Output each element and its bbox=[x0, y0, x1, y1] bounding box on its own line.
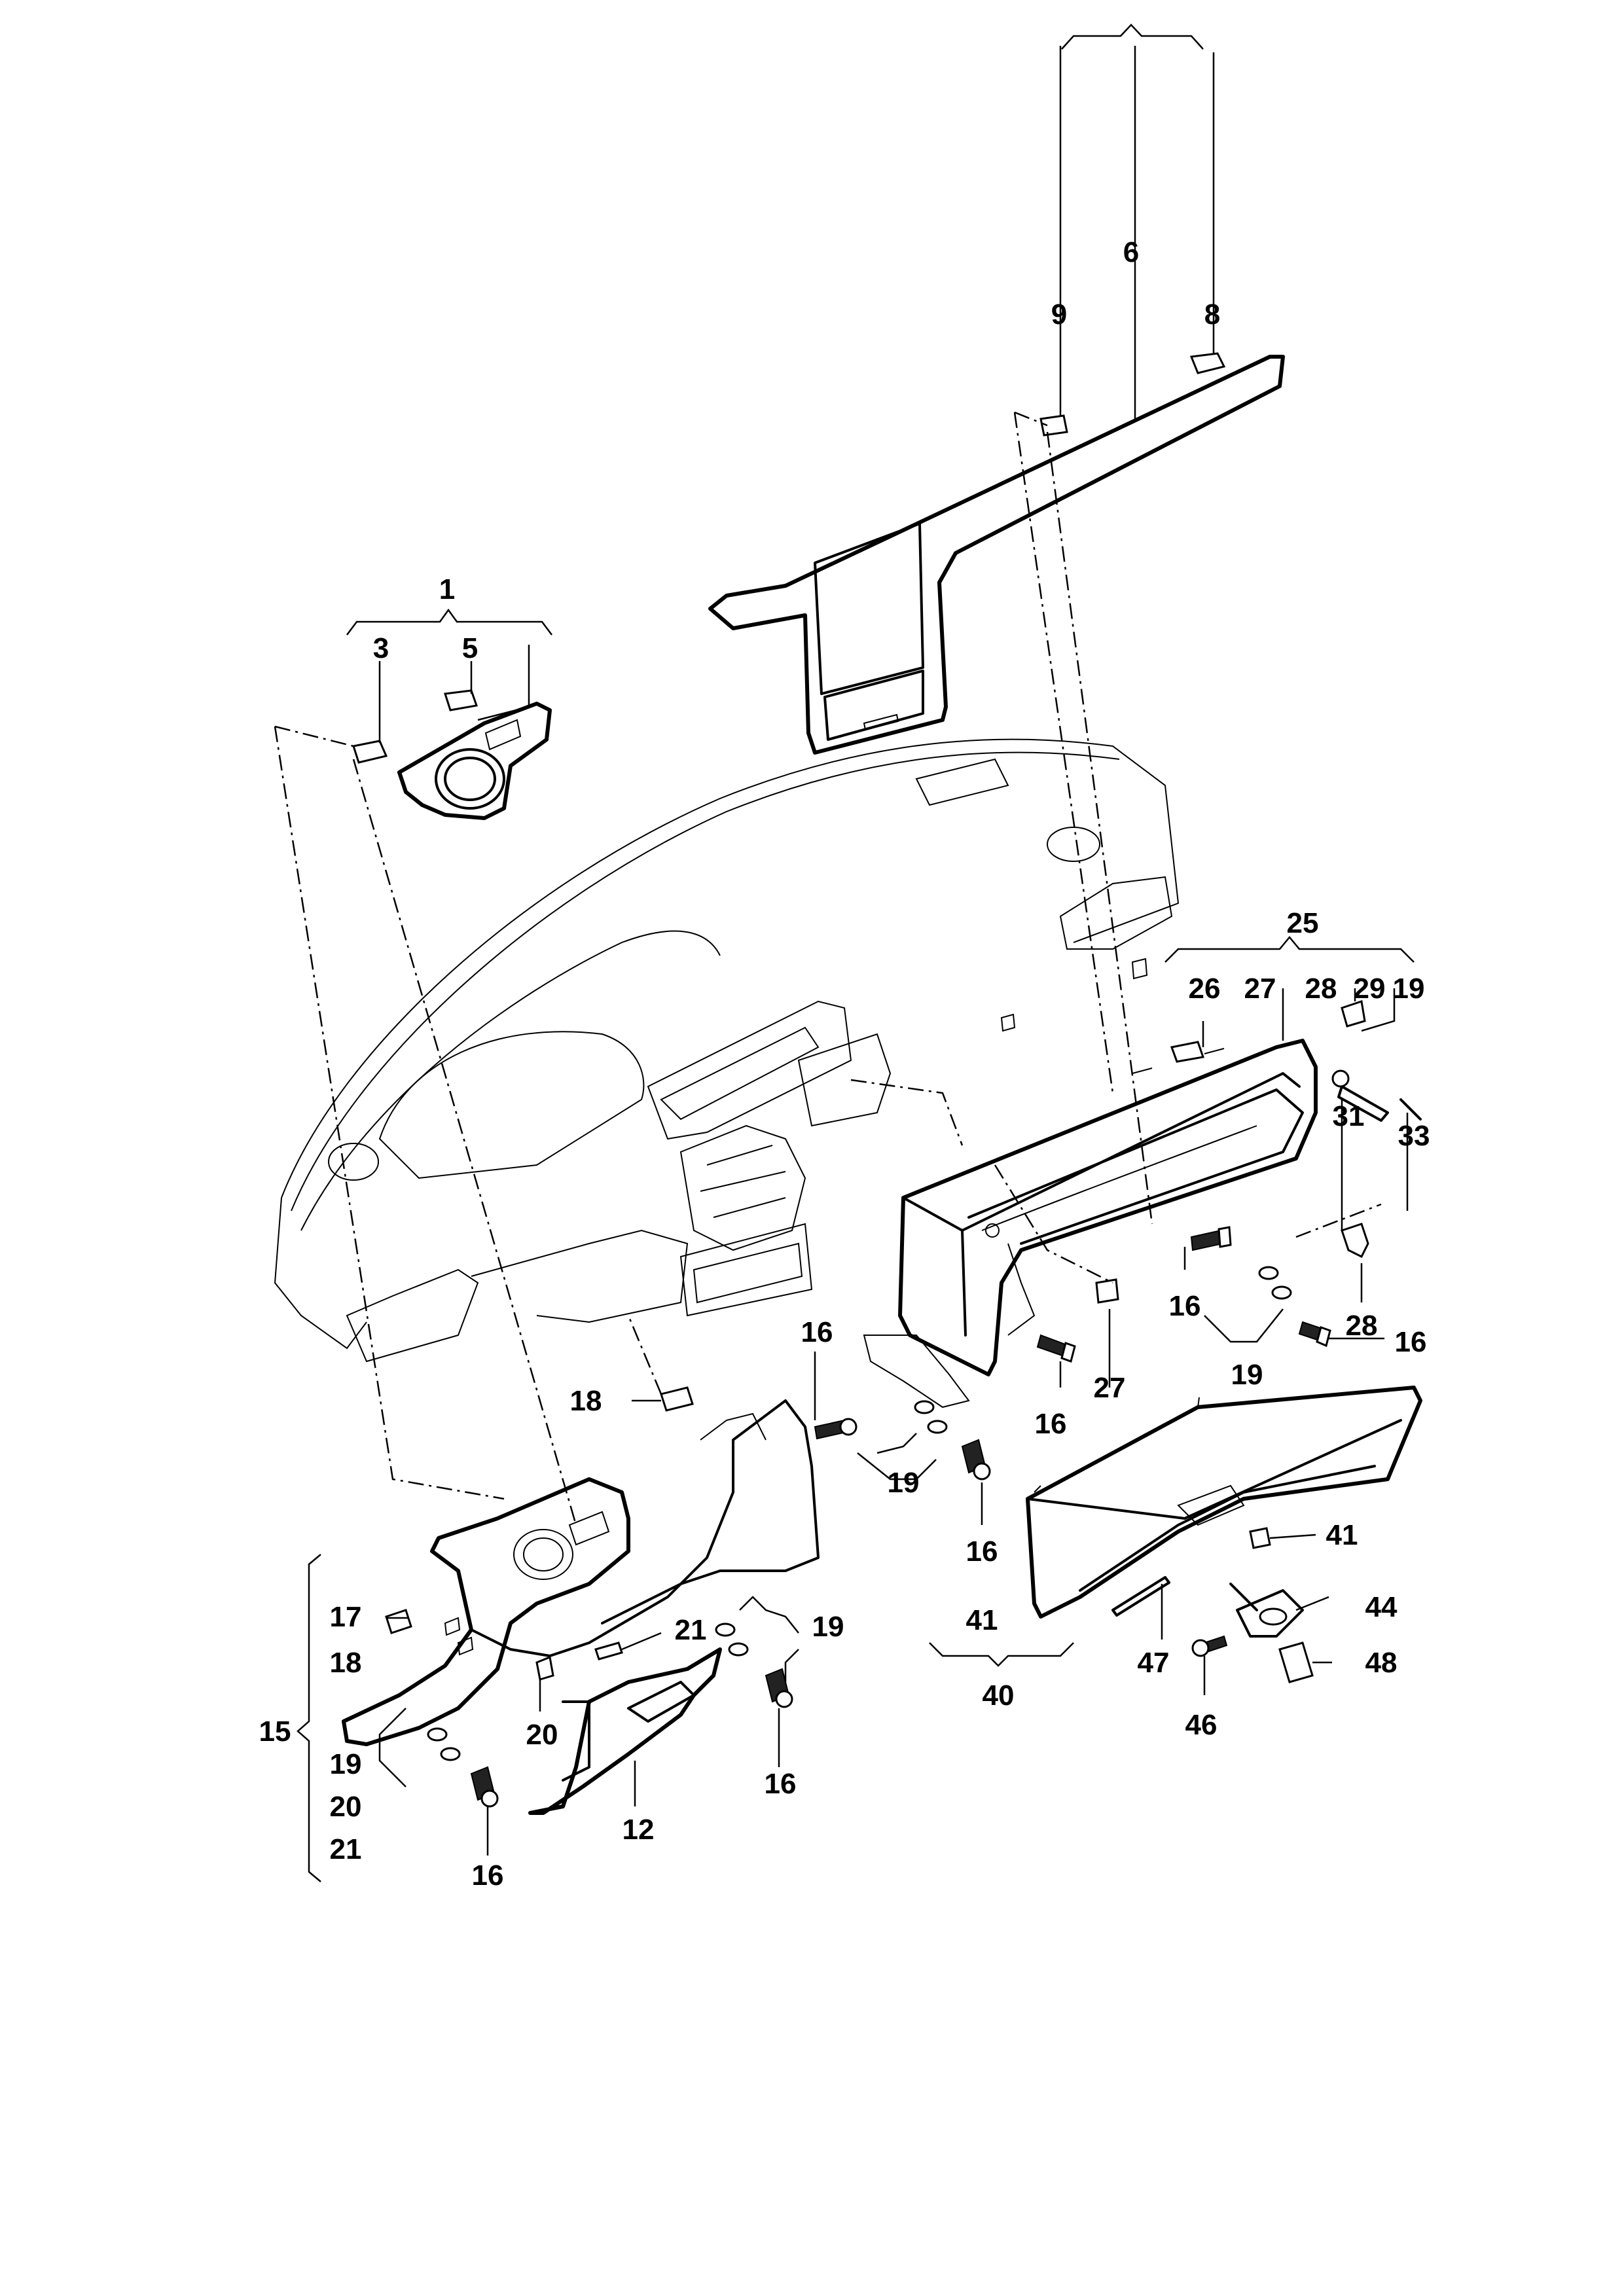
callout-46: 46 bbox=[1185, 1709, 1218, 1741]
callout-15: 15 bbox=[259, 1715, 291, 1748]
callout-16-c: 16 bbox=[801, 1316, 833, 1348]
callout-41-right: 41 bbox=[1326, 1519, 1358, 1551]
clip-20 bbox=[535, 1655, 554, 1681]
callout-19-left: 19 bbox=[330, 1748, 362, 1780]
bracket-group-19-left bbox=[378, 1708, 406, 1787]
callout-19-lower-mid: 19 bbox=[812, 1611, 844, 1643]
dashboard-body bbox=[274, 738, 1180, 1363]
clip-28-right bbox=[1341, 1223, 1369, 1259]
part-lower-cover bbox=[528, 1647, 722, 1815]
callout-33: 33 bbox=[1398, 1120, 1430, 1152]
bracket-group-40 bbox=[929, 1642, 1074, 1667]
callout-26: 26 bbox=[1189, 973, 1221, 1005]
callout-5: 5 bbox=[462, 632, 478, 664]
washers-19-lower-left bbox=[427, 1727, 461, 1761]
callout-18-top: 18 bbox=[570, 1385, 602, 1417]
bracket-group-15 bbox=[297, 1554, 321, 1882]
latch-44 bbox=[1229, 1583, 1304, 1638]
callout-16-lower-left: 16 bbox=[472, 1859, 504, 1892]
screw-16-b bbox=[1298, 1321, 1331, 1348]
callout-29: 29 bbox=[1354, 973, 1386, 1005]
callout-16-d: 16 bbox=[1035, 1408, 1067, 1440]
callout-44: 44 bbox=[1365, 1591, 1398, 1623]
part-instrument-trim bbox=[397, 702, 552, 820]
bracket-group-1 bbox=[346, 608, 552, 636]
screw-16-center bbox=[961, 1439, 991, 1480]
callout-16-a: 16 bbox=[1169, 1290, 1201, 1322]
part-center-trim bbox=[708, 355, 1285, 755]
callout-1: 1 bbox=[439, 573, 455, 605]
callout-16-e: 16 bbox=[966, 1535, 998, 1568]
washers-19-center bbox=[914, 1400, 948, 1434]
callouts: 1 3 5 6 9 8 25 26 27 28 29 19 31 33 16 1… bbox=[259, 236, 1430, 1892]
clip-21 bbox=[594, 1641, 623, 1660]
clip-9 bbox=[1039, 414, 1068, 437]
callout-40: 40 bbox=[983, 1679, 1015, 1712]
callout-27-top: 27 bbox=[1244, 973, 1276, 1005]
callout-19-right: 19 bbox=[1231, 1359, 1263, 1391]
callout-19-center: 19 bbox=[888, 1467, 920, 1499]
callout-41-left: 41 bbox=[966, 1604, 998, 1636]
callout-31: 31 bbox=[1333, 1100, 1365, 1132]
part-lower-left-trim bbox=[342, 1399, 820, 1746]
buffer-48 bbox=[1278, 1641, 1314, 1683]
clip-8 bbox=[1189, 352, 1226, 374]
clip-18-top bbox=[660, 1386, 694, 1412]
clip-3 bbox=[352, 740, 388, 764]
washers-19-lower-mid bbox=[715, 1623, 749, 1657]
bracket-group-6 bbox=[1061, 24, 1204, 50]
screw-16-left-mid bbox=[814, 1418, 857, 1440]
nut-27 bbox=[1095, 1278, 1119, 1304]
callout-16-b: 16 bbox=[1395, 1326, 1427, 1358]
callout-20-left: 20 bbox=[330, 1791, 362, 1823]
callout-9: 9 bbox=[1051, 298, 1067, 331]
callout-27-bottom: 27 bbox=[1094, 1372, 1126, 1404]
callout-21-mid: 21 bbox=[675, 1614, 707, 1646]
screw-16-lower-mid bbox=[765, 1668, 793, 1708]
callout-48: 48 bbox=[1365, 1647, 1398, 1679]
callout-21-left: 21 bbox=[330, 1833, 362, 1865]
callout-18-left: 18 bbox=[330, 1647, 362, 1679]
callout-6: 6 bbox=[1123, 236, 1139, 268]
callout-28-bottom: 28 bbox=[1346, 1310, 1378, 1342]
screw-16-lower-left bbox=[470, 1766, 499, 1808]
callout-20-mid: 20 bbox=[526, 1719, 558, 1751]
screw-16-c bbox=[1036, 1334, 1076, 1363]
buffer-41 bbox=[1249, 1527, 1271, 1549]
clip-17 bbox=[385, 1609, 412, 1634]
callout-12: 12 bbox=[623, 1814, 655, 1846]
clip-26 bbox=[1170, 1041, 1204, 1063]
clip-29 bbox=[1341, 1000, 1366, 1028]
callout-3: 3 bbox=[373, 632, 389, 664]
screw-16-a bbox=[1190, 1226, 1232, 1251]
callout-25: 25 bbox=[1287, 907, 1319, 939]
callout-16-lower-mid: 16 bbox=[765, 1768, 797, 1800]
part-glovebox-lid bbox=[1026, 1386, 1422, 1619]
leader-lines bbox=[378, 46, 1409, 1856]
clip-5 bbox=[444, 689, 478, 711]
callout-19-top: 19 bbox=[1393, 973, 1425, 1005]
bracket-group-25 bbox=[1164, 936, 1415, 963]
part-glovebox-housing bbox=[863, 1039, 1318, 1408]
washers-19-right bbox=[1258, 1266, 1292, 1300]
screw-46 bbox=[1191, 1635, 1228, 1657]
pin-33 bbox=[1399, 1098, 1422, 1121]
rod-47 bbox=[1111, 1576, 1170, 1617]
callout-8: 8 bbox=[1204, 298, 1220, 331]
assembly-lines bbox=[274, 411, 1382, 1526]
hook-31 bbox=[1331, 1069, 1389, 1122]
callout-28-top: 28 bbox=[1305, 973, 1337, 1005]
callout-17: 17 bbox=[330, 1601, 362, 1633]
callout-47: 47 bbox=[1138, 1647, 1170, 1679]
